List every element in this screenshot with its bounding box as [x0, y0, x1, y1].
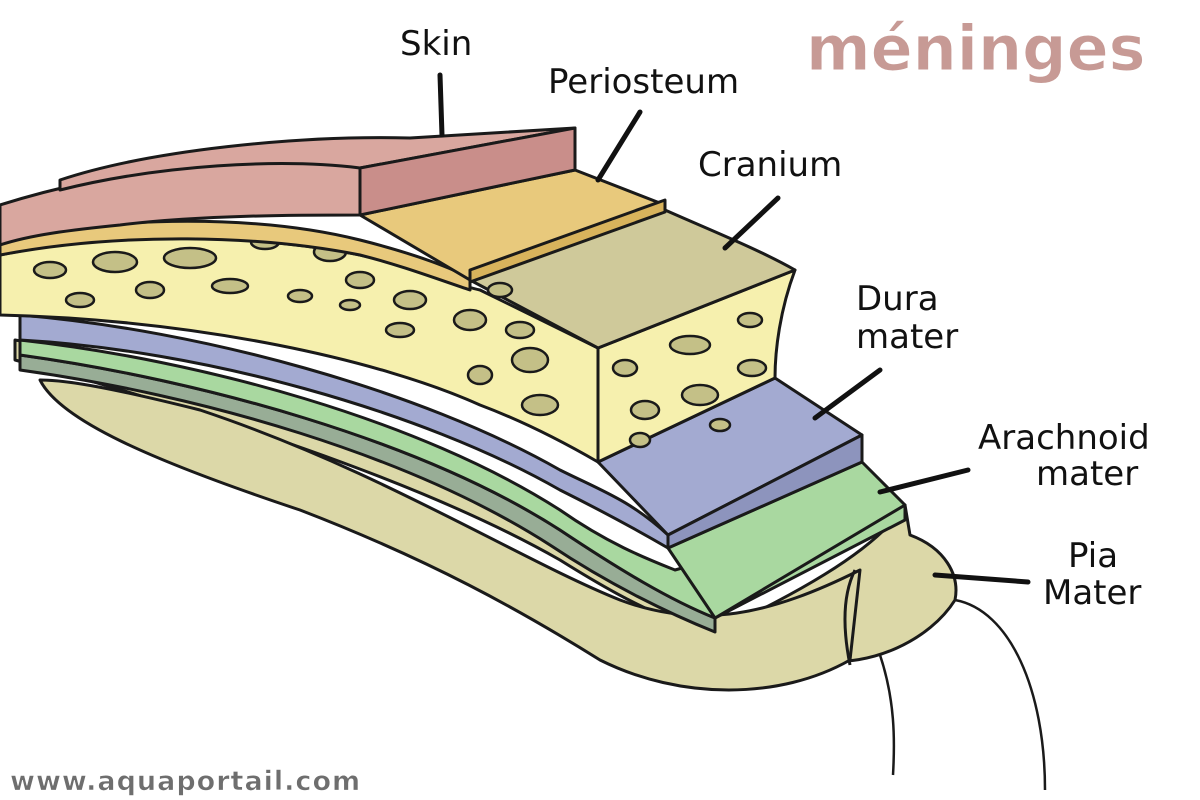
- brain-edge-right: [954, 598, 1047, 791]
- periosteum-edge: [468, 198, 667, 284]
- periosteum-label: Periosteum: [548, 62, 739, 102]
- page-title: méninges: [806, 12, 1146, 85]
- dura-leader: [812, 367, 883, 421]
- dura-label-line2: mater: [856, 317, 958, 357]
- periosteum-leader: [595, 109, 643, 183]
- dura-label-line1: Dura: [856, 279, 939, 319]
- skin-label: Skin: [400, 24, 472, 64]
- cranium-label: Cranium: [698, 145, 842, 185]
- bone-holes: [32, 233, 768, 449]
- arachnoid-label-line2: mater: [1036, 454, 1138, 494]
- skin-block-front: [358, 126, 577, 217]
- sulcus-line: [843, 569, 857, 666]
- cranium-leader: [722, 195, 781, 251]
- watermark: www.aquaportail.com: [10, 766, 361, 797]
- arachnoid-leader: [877, 467, 971, 495]
- dura-block-side: [666, 433, 864, 550]
- arachnoid-label-line1: Arachnoid: [978, 418, 1150, 458]
- pia-label-line1: Pia: [1068, 536, 1118, 576]
- pia-leader: [932, 572, 1031, 585]
- pia-label-line2: Mater: [1043, 573, 1141, 613]
- brain-edge-left: [878, 654, 896, 776]
- skin-leader: [437, 72, 445, 138]
- periosteum-layer: [0, 219, 472, 292]
- cranium-top-face: [468, 208, 797, 350]
